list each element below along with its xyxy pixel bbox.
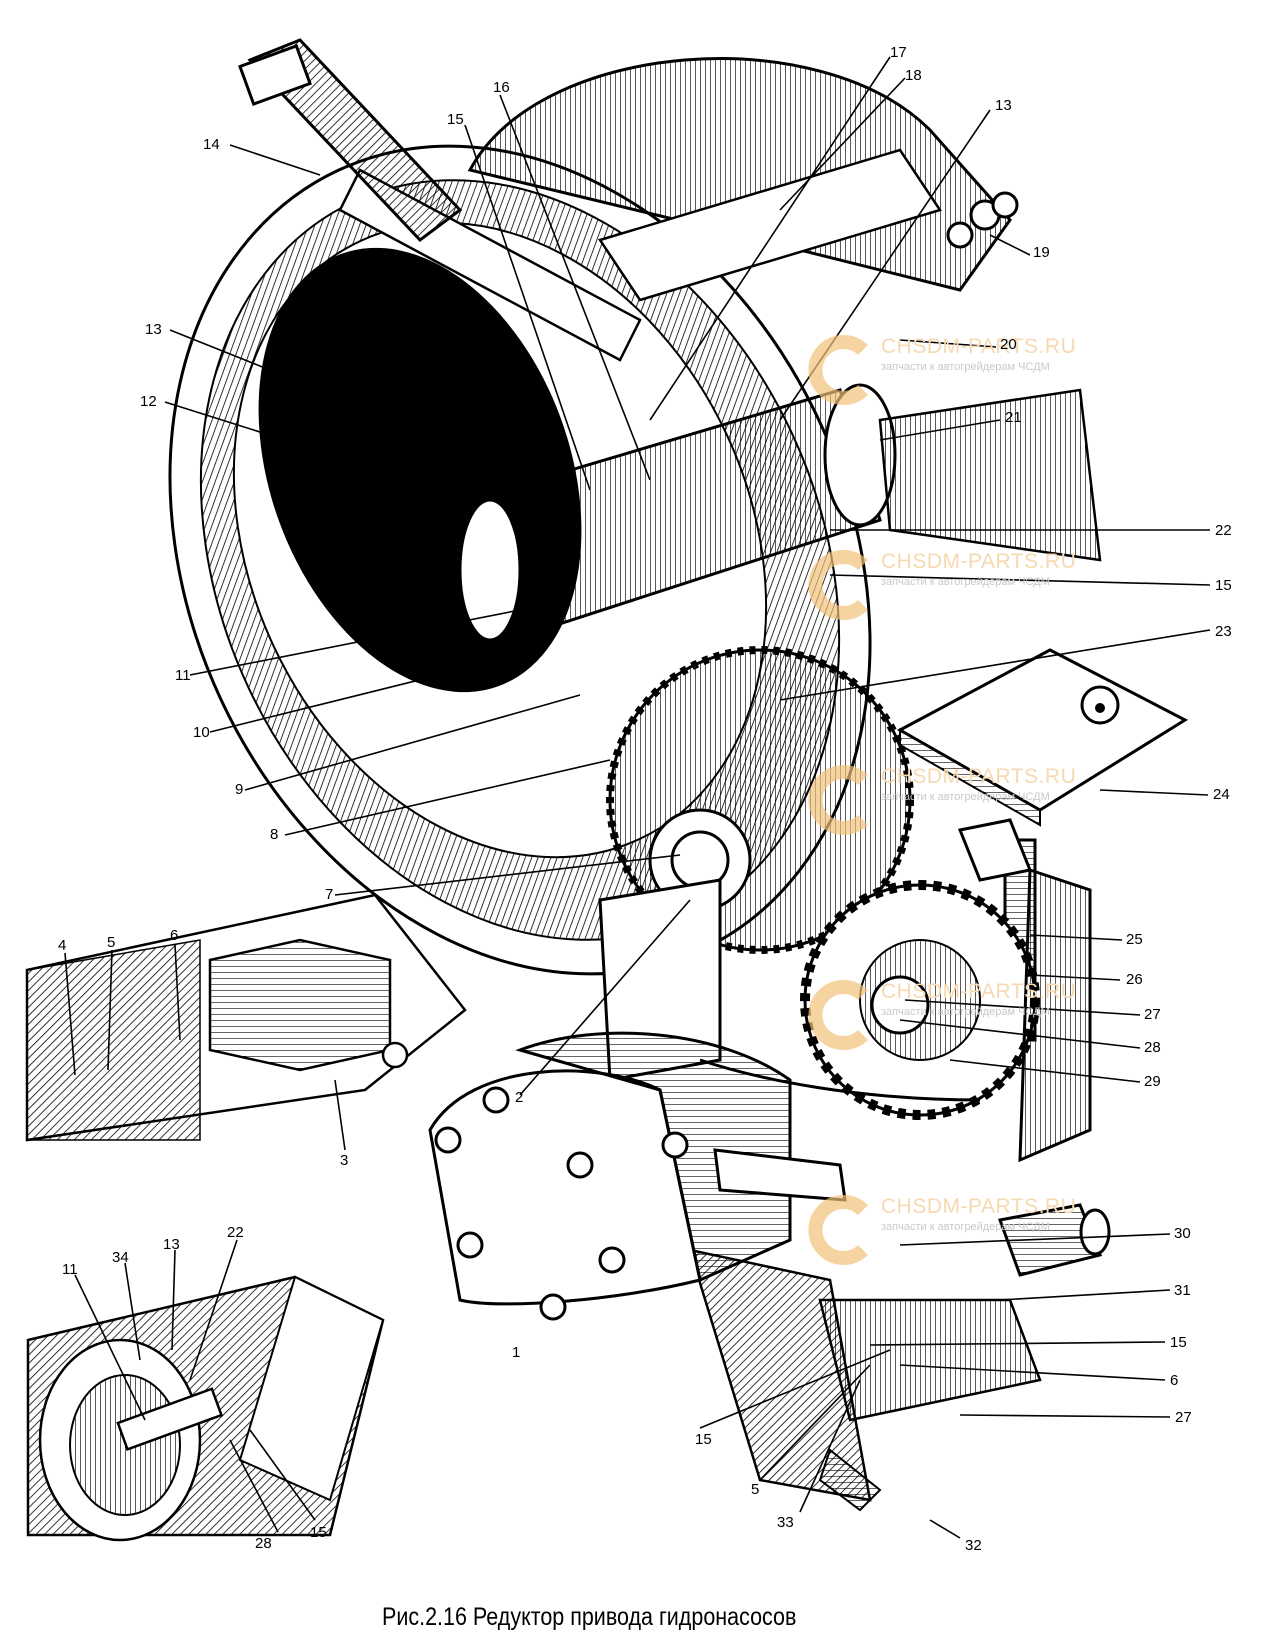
callout-3: 3: [340, 1152, 349, 1169]
callout-13: 13: [163, 1236, 180, 1253]
callout-26: 26: [1126, 971, 1143, 988]
callout-22: 22: [1215, 522, 1232, 539]
callout-28: 28: [1144, 1039, 1161, 1056]
callout-17: 17: [890, 44, 907, 61]
callout-33: 33: [777, 1514, 794, 1531]
callout-23: 23: [1215, 623, 1232, 640]
callout-32: 32: [965, 1537, 982, 1554]
inset-fork: [26, 1275, 385, 1542]
callout-11: 11: [62, 1261, 78, 1278]
lever: [238, 38, 463, 243]
callout-1: 1: [512, 1344, 521, 1361]
bolts: [946, 191, 1019, 249]
callout-28: 28: [255, 1535, 272, 1552]
figure-caption: Рис.2.16 Редуктор привода гидронасосов: [382, 1603, 797, 1631]
callout-27: 27: [1175, 1409, 1192, 1426]
callout-25: 25: [1126, 931, 1143, 948]
callout-6: 6: [170, 927, 179, 944]
fitting: [713, 1148, 1111, 1277]
lower-housing: [598, 867, 1092, 1512]
callout-15: 15: [1170, 1334, 1187, 1351]
callout-8: 8: [270, 826, 279, 843]
callout-10: 10: [193, 724, 210, 741]
callout-16: 16: [493, 79, 510, 96]
inset-coupling: [25, 893, 467, 1142]
callout-15: 15: [695, 1431, 712, 1448]
callout-4: 4: [58, 937, 67, 954]
callout-20: 20: [1000, 336, 1017, 353]
callout-22: 22: [227, 1224, 244, 1241]
callout-14: 14: [203, 136, 220, 153]
callout-30: 30: [1174, 1225, 1191, 1242]
callout-7: 7: [325, 886, 334, 903]
callout-15: 15: [447, 111, 464, 128]
callout-12: 12: [140, 393, 157, 410]
leader-lines: [64, 56, 1211, 1539]
callout-13: 13: [145, 321, 162, 338]
callout-5: 5: [107, 934, 116, 951]
callout-2: 2: [515, 1089, 524, 1106]
callout-18: 18: [905, 67, 922, 84]
callout-34: 34: [112, 1249, 129, 1266]
callout-6: 6: [1170, 1372, 1179, 1389]
callout-31: 31: [1174, 1282, 1191, 1299]
main-shaft: [458, 383, 1102, 642]
callout-15: 15: [310, 1524, 327, 1541]
callout-13: 13: [995, 97, 1012, 114]
mount-plate: [896, 648, 1189, 827]
hydraulic-pump: [428, 1031, 792, 1321]
callout-11: 11: [175, 667, 191, 684]
callout-15: 15: [1215, 577, 1232, 594]
callout-29: 29: [1144, 1073, 1161, 1090]
callout-27: 27: [1144, 1006, 1161, 1023]
large-gear: [606, 646, 914, 954]
callout-9: 9: [235, 781, 244, 798]
callout-24: 24: [1213, 786, 1230, 803]
small-gear: [800, 880, 1040, 1120]
callout-21: 21: [1005, 409, 1022, 426]
callout-19: 19: [1033, 244, 1050, 261]
callout-5: 5: [751, 1481, 760, 1498]
